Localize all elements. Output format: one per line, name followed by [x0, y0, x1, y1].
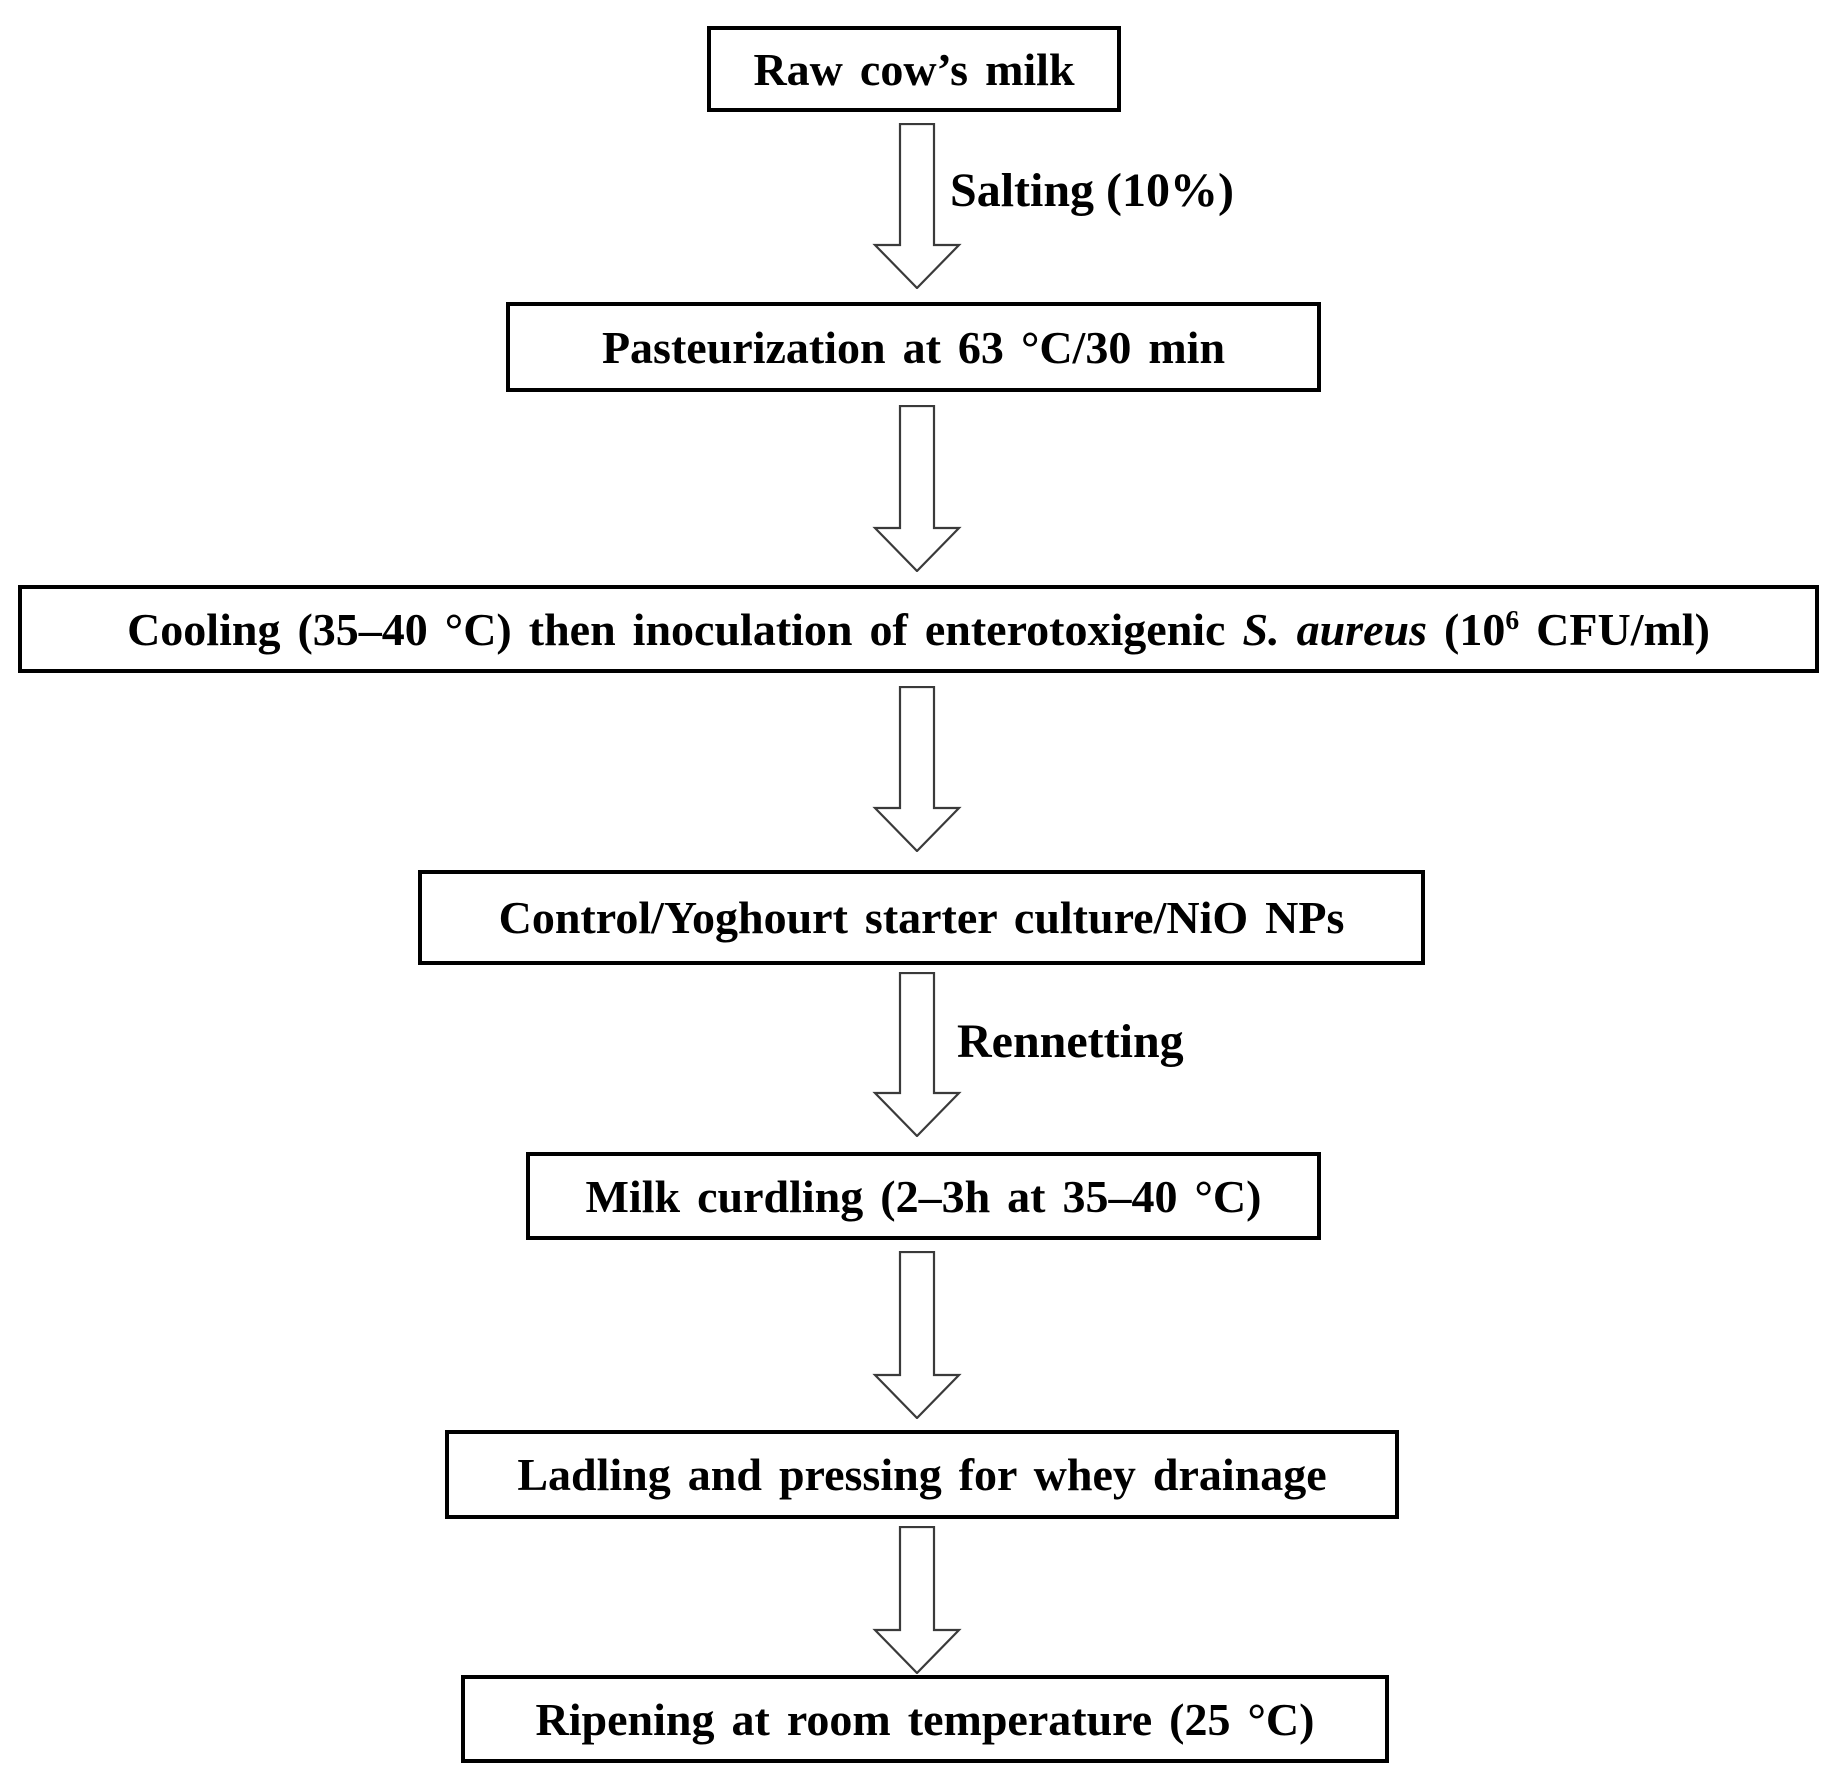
- flow-arrow-down: [872, 1526, 962, 1674]
- process-box-label: Pasteurization at 63 °C/30 min: [601, 321, 1226, 373]
- process-box-ripening: Ripening at room temperature (25 °C): [461, 1675, 1389, 1763]
- process-box-label: Ladling and pressing for whey drainage: [517, 1449, 1327, 1500]
- superscript-exponent: 6: [1505, 604, 1520, 636]
- arrow-label-rennetting: Rennetting: [957, 1015, 1184, 1068]
- process-box-cooling-inoculation: Cooling (35–40 °C) then inoculation of e…: [18, 585, 1819, 673]
- flow-arrow-down: [872, 1251, 962, 1419]
- process-box-raw-milk: Raw cow’s milk: [707, 26, 1121, 112]
- label-segment: (10: [1427, 603, 1506, 655]
- process-box-ladling-pressing: Ladling and pressing for whey drainage: [445, 1430, 1399, 1519]
- process-box-label: Ripening at room temperature (25 °C): [535, 1693, 1315, 1745]
- process-box-label: Milk curdling (2–3h at 35–40 °C): [585, 1170, 1262, 1222]
- label-segment: Cooling (35–40 °C) then inoculation of e…: [127, 603, 1243, 655]
- species-name-italic: S. aureus: [1242, 603, 1428, 655]
- flow-arrow-down: [872, 405, 962, 572]
- flow-arrow-down: [872, 686, 962, 852]
- process-box-label: Cooling (35–40 °C) then inoculation of e…: [127, 603, 1710, 656]
- flow-arrow-down: [872, 972, 962, 1137]
- flow-arrow-down: [872, 123, 962, 289]
- process-box-label: Control/Yoghourt starter culture/NiO NPs: [498, 892, 1345, 943]
- process-box-starter-culture: Control/Yoghourt starter culture/NiO NPs: [418, 870, 1425, 965]
- process-box-pasteurization: Pasteurization at 63 °C/30 min: [506, 302, 1321, 392]
- arrow-label-salting: Salting (10%): [950, 164, 1235, 217]
- label-segment: CFU/ml): [1519, 603, 1710, 655]
- process-box-label: Raw cow’s milk: [753, 43, 1075, 95]
- process-box-milk-curdling: Milk curdling (2–3h at 35–40 °C): [526, 1152, 1321, 1240]
